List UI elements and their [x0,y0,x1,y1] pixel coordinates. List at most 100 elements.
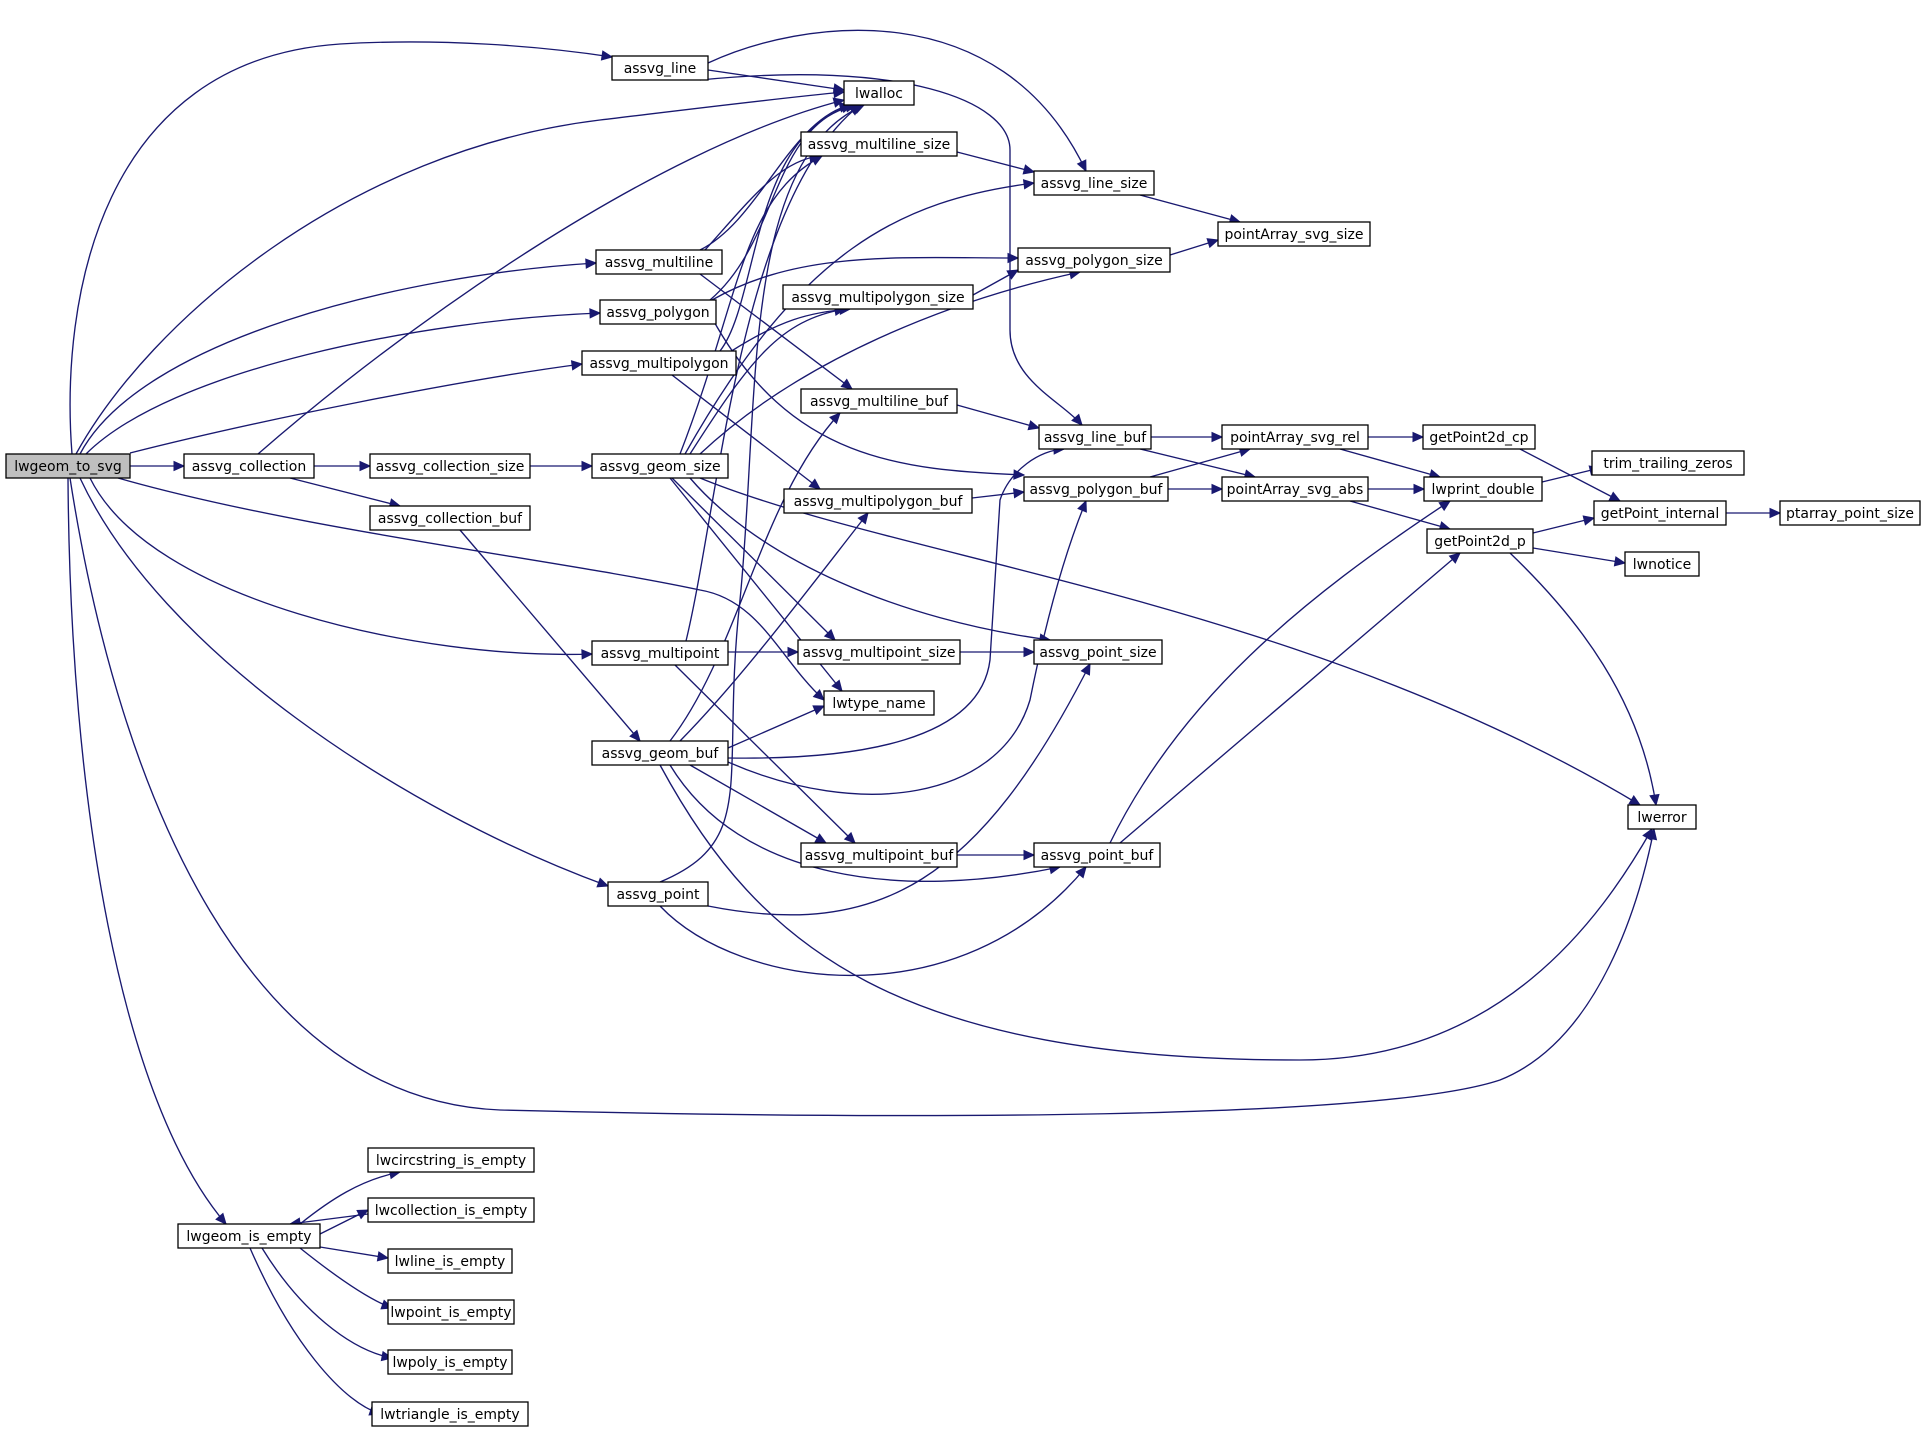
function-node-assvg-multipolygon[interactable]: assvg_multipolygon [581,350,737,376]
function-node-assvg-point[interactable]: assvg_point [607,881,709,907]
function-node-lwgeom-is-empty[interactable]: lwgeom_is_empty [177,1223,321,1249]
function-node-assvg-multipoint-size[interactable]: assvg_multipoint_size [797,639,961,665]
call-edge-lwgeom_to_svg-to-lwgeom_is_empty [67,477,227,1225]
function-node-lwtype-name[interactable]: lwtype_name [823,690,935,716]
call-edge-assvg_line-to-lwalloc [707,69,846,94]
node-box [607,881,709,907]
function-node-lwpoint-is-empty[interactable]: lwpoint_is_empty [387,1299,515,1325]
function-node-assvg-multipolygon-size[interactable]: assvg_multipolygon_size [782,284,974,310]
call-edge-assvg_geom_size-to-assvg_multipoint_size [671,477,836,641]
node-box [387,1299,515,1325]
function-node-lwtriangle-is-empty[interactable]: lwtriangle_is_empty [371,1401,529,1427]
node-label: assvg_point_buf [1041,848,1155,864]
call-edge-assvg_multipoint-to-assvg_multipoint_buf [674,664,856,844]
call-edge-assvg_geom_size-to-assvg_multipolygon_size [689,305,847,455]
edge-line [261,1247,393,1359]
function-node-ptarray-point-size[interactable]: ptarray_point_size [1779,500,1921,526]
function-node-lwalloc[interactable]: lwalloc [843,80,915,106]
edge-line [659,866,1087,977]
function-node-assvg-point-size[interactable]: assvg_point_size [1033,639,1163,665]
function-node-assvg-multipoint[interactable]: assvg_multipoint [591,640,729,666]
node-label: assvg_multipoint_size [803,645,956,661]
arrowhead-icon [585,258,598,269]
function-node-assvg-geom-buf[interactable]: assvg_geom_buf [591,740,729,766]
function-node-getPoint2d-cp[interactable]: getPoint2d_cp [1422,424,1536,450]
node-box [1779,500,1921,526]
call-edge-lwgeom_to_svg-to-assvg_multipoint [89,477,594,660]
call-edge-assvg_collection-to-assvg_collection_buf [289,477,402,509]
arrowhead-icon [629,729,641,742]
edge-line [1119,552,1461,844]
call-edge-lwgeom_is_empty-to-lwcollection_is_empty [319,1209,370,1235]
node-box [183,453,315,479]
function-node-getPoint-internal[interactable]: getPoint_internal [1593,500,1727,526]
node-box [369,453,531,479]
function-node-lwgeom-to-svg[interactable]: lwgeom_to_svg [5,453,131,479]
edge-line [727,705,825,749]
node-box [177,1223,321,1249]
arrowhead-icon [1649,793,1660,807]
function-node-lwprint-double[interactable]: lwprint_double [1423,476,1543,502]
node-box [371,1401,529,1427]
call-edge-assvg_geom_buf-to-assvg_multiline_buf [669,412,841,742]
node-label: assvg_line_size [1041,176,1148,192]
function-node-assvg-multipoint-buf[interactable]: assvg_multipoint_buf [800,842,958,868]
call-edge-assvg_point_buf-to-getPoint2d_p [1119,552,1461,844]
function-node-assvg-line-size[interactable]: assvg_line_size [1033,170,1155,196]
arrowhead-icon [1608,491,1622,502]
function-node-assvg-polygon[interactable]: assvg_polygon [599,299,717,325]
function-node-assvg-multiline-buf[interactable]: assvg_multiline_buf [800,388,958,414]
function-node-pointArray-svg-size[interactable]: pointArray_svg_size [1217,221,1371,247]
node-label: lwtriangle_is_empty [380,1407,519,1423]
function-node-assvg-point-buf[interactable]: assvg_point_buf [1033,842,1161,868]
call-edge-assvg_geom_size-to-assvg_line_size [684,179,1036,455]
edge-line [704,155,821,251]
function-node-trim-trailing-zeros[interactable]: trim_trailing_zeros [1591,450,1745,476]
call-edge-assvg_geom_buf-to-assvg_multipolygon_buf [679,512,869,742]
function-node-lwpoly-is-empty[interactable]: lwpoly_is_empty [387,1349,513,1375]
function-node-assvg-line-buf[interactable]: assvg_line_buf [1038,424,1152,450]
node-label: assvg_multipolygon [589,356,728,372]
function-node-assvg-polygon-size[interactable]: assvg_polygon_size [1017,247,1171,273]
arrowhead-icon [1211,483,1224,495]
node-box [797,639,961,665]
function-node-lwcollection-is-empty[interactable]: lwcollection_is_empty [367,1197,535,1223]
function-node-lwnotice[interactable]: lwnotice [1624,551,1700,577]
call-edge-assvg_multiline_buf-to-assvg_line_buf [956,404,1041,431]
node-label: assvg_collection_size [376,459,525,475]
call-edge-lwgeom_to_svg-to-lwerror [69,477,1658,1117]
arrowhead-icon [173,460,186,472]
function-node-pointArray-svg-abs[interactable]: pointArray_svg_abs [1221,476,1369,502]
node-label: pointArray_svg_size [1224,227,1363,243]
call-edge-lwgeom_to_svg-to-assvg_point [79,477,610,888]
call-edge-assvg_line_buf-to-pointArray_svg_rel [1151,431,1224,443]
arrowhead-icon [1080,662,1091,676]
arrowhead-icon [1642,827,1653,841]
function-node-getPoint2d-p[interactable]: getPoint2d_p [1426,528,1534,554]
function-node-assvg-multiline-size[interactable]: assvg_multiline_size [800,131,958,157]
function-node-assvg-collection-buf[interactable]: assvg_collection_buf [369,505,531,531]
arrowhead-icon [596,877,610,888]
function-node-assvg-collection[interactable]: assvg_collection [183,453,315,479]
node-box [581,350,737,376]
node-box [843,80,915,106]
function-node-assvg-geom-size[interactable]: assvg_geom_size [591,453,729,479]
function-node-lwerror[interactable]: lwerror [1627,804,1697,830]
function-node-lwline-is-empty[interactable]: lwline_is_empty [387,1248,513,1274]
function-node-pointArray-svg-rel[interactable]: pointArray_svg_rel [1221,424,1369,450]
node-box [1426,528,1534,554]
node-label: lwgeom_is_empty [186,1229,311,1245]
arrowhead-icon [1076,159,1087,173]
function-node-assvg-multiline[interactable]: assvg_multiline [595,249,723,275]
function-node-assvg-line[interactable]: assvg_line [611,55,709,81]
node-label: assvg_line_buf [1044,430,1147,446]
function-node-assvg-multipolygon-buf[interactable]: assvg_multipolygon_buf [783,488,973,514]
edge-line [679,155,823,455]
function-node-assvg-polygon-buf[interactable]: assvg_polygon_buf [1023,476,1169,502]
function-node-assvg-collection-size[interactable]: assvg_collection_size [369,453,531,479]
node-label: assvg_point [616,887,700,903]
edge-line [699,104,851,251]
function-node-lwcircstring-is-empty[interactable]: lwcircstring_is_empty [367,1147,535,1173]
call-edge-getPoint2d_p-to-getPoint_internal [1532,515,1596,534]
